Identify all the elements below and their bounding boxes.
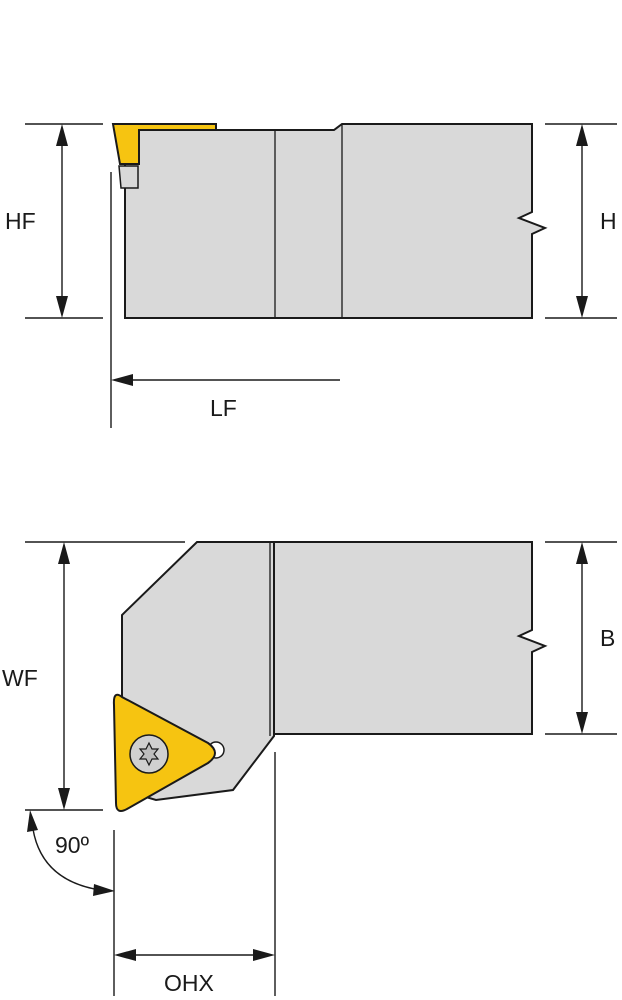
top-view: WF B 90º OHX xyxy=(2,541,617,996)
h-arrow-bottom xyxy=(576,296,588,318)
hf-label: HF xyxy=(5,208,36,234)
angle-label: 90º xyxy=(55,832,90,858)
side-view-shank xyxy=(124,123,548,319)
h-arrow-top xyxy=(576,124,588,146)
side-view-shim xyxy=(118,165,139,189)
top-view-shank xyxy=(273,541,548,735)
b-arrow-top xyxy=(576,542,588,564)
b-arrow-bottom xyxy=(576,712,588,734)
angle-arc xyxy=(31,821,101,891)
angle-arrow-top xyxy=(27,810,38,832)
ohx-arrow-left xyxy=(114,949,136,961)
lf-label: LF xyxy=(210,395,237,421)
h-label: H xyxy=(600,208,617,234)
wf-label: WF xyxy=(2,665,38,691)
wf-arrow-bottom xyxy=(58,788,70,810)
side-view-insert xyxy=(111,123,217,165)
ohx-label: OHX xyxy=(164,970,214,996)
angle-arrow-right xyxy=(93,884,115,896)
ohx-arrow-right xyxy=(253,949,275,961)
hf-arrow-bottom xyxy=(56,296,68,318)
b-label: B xyxy=(600,625,615,651)
wf-arrow-top xyxy=(58,542,70,564)
torx-icon xyxy=(138,741,160,767)
lf-arrow xyxy=(111,374,133,386)
side-view: HF H LF xyxy=(5,123,617,428)
hf-arrow-top xyxy=(56,124,68,146)
